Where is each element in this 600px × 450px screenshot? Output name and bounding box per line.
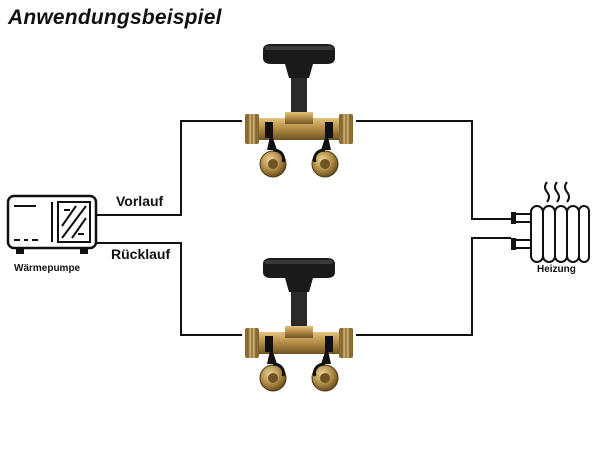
supply-label: Vorlauf [116,193,164,209]
return-pipe [97,242,242,336]
return-pipe-out [356,237,511,336]
heating-label: Heizung [537,264,576,275]
supply-pipe-out [356,120,511,220]
return-valve-icon [243,256,355,393]
page-title: Anwendungsbeispiel [8,6,222,29]
heat-pump-label: Wärmepumpe [14,263,81,274]
pipe-lines [97,120,511,336]
radiator-icon [511,181,590,263]
return-label: Rücklauf [111,246,171,262]
heat-pump-icon [6,194,98,254]
supply-valve-icon [243,42,355,179]
supply-pipe [97,120,242,216]
